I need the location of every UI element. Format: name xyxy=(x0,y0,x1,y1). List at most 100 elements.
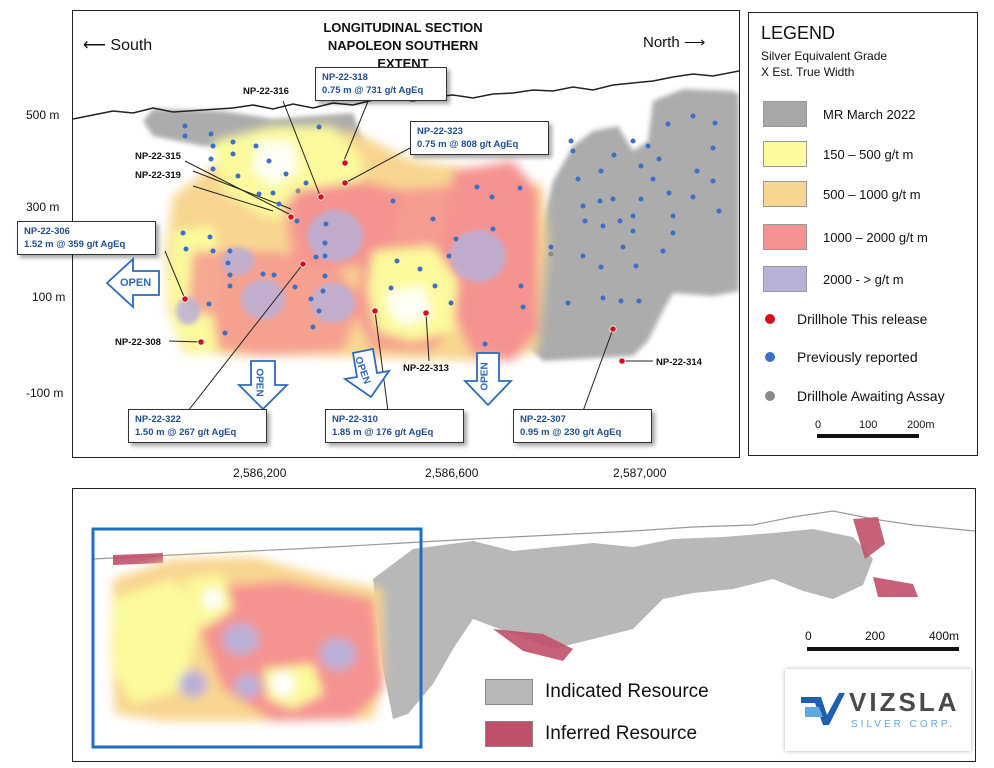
legend-dot-label-this-release: Drillhole This release xyxy=(797,311,928,327)
grey-dot-icon xyxy=(765,391,775,401)
legend-label-1000: 1000 – 2000 g/t m xyxy=(823,229,928,245)
indicated-label: Indicated Resource xyxy=(545,681,709,702)
legend-dot-label-awaiting: Drillhole Awaiting Assay xyxy=(797,388,945,404)
callout-hole-id: NP-22-318 xyxy=(322,72,368,83)
x-label-3: 2,587,000 xyxy=(613,466,667,480)
callout-result: 0.75 m @ 731 g/t AgEq xyxy=(322,85,424,96)
logo-main-text: VIZSLA xyxy=(849,687,960,717)
red-dot-icon xyxy=(765,314,775,324)
y-label-300: 300 m xyxy=(26,200,60,214)
callout-result: 1.50 m @ 267 g/t AgEq xyxy=(135,427,237,438)
hole-label-308: NP-22-308 xyxy=(115,337,161,348)
left-arrow-icon: ⟵ xyxy=(83,37,111,54)
legend-panel: LEGEND Silver Equivalent Grade X Est. Tr… xyxy=(748,12,978,456)
scale-bar-line xyxy=(817,434,919,438)
overview-grade-shells xyxy=(111,557,385,721)
south-direction: ⟵ South xyxy=(83,35,152,55)
callout-hole-id: NP-22-307 xyxy=(520,414,566,425)
legend-dot-this-release: Drillhole This release xyxy=(749,311,927,327)
this-release-holes xyxy=(181,159,626,365)
legend-label-150: 150 – 500 g/t m xyxy=(823,146,914,162)
hole-label-314: NP-22-314 xyxy=(656,357,702,368)
indicated-resource-area xyxy=(373,529,873,719)
callout-hole-id: NP-22-306 xyxy=(24,226,70,237)
previously-reported-holes xyxy=(180,113,722,347)
y-label-minus100: -100 m xyxy=(26,386,64,400)
section-title: LONGITUDINAL SECTION NAPOLEON SOUTHERN E… xyxy=(303,19,503,73)
overview-topography xyxy=(92,510,975,560)
overview-map xyxy=(91,510,975,749)
south-label: South xyxy=(110,37,153,54)
legend-item-150: 150 – 500 g/t m xyxy=(763,141,913,167)
scale-label-100: 100 xyxy=(859,419,878,431)
callout-result: 0.95 m @ 230 g/t AgEq xyxy=(520,427,622,438)
hole-label-316: NP-22-316 xyxy=(243,86,289,97)
ov-scale-400: 400m xyxy=(929,629,960,643)
callout-np-22-322: NP-22-322 1.50 m @ 267 g/t AgEq xyxy=(128,409,267,443)
legend-swatch-150 xyxy=(763,141,807,167)
callout-result: 1.52 m @ 359 g/t AgEq xyxy=(24,239,126,250)
y-label-500: 500 m xyxy=(26,108,60,122)
ov-scale-0: 0 xyxy=(805,629,812,643)
callout-np-22-307: NP-22-307 0.95 m @ 230 g/t AgEq xyxy=(513,409,652,443)
scale-label-0: 0 xyxy=(815,419,822,431)
open-label-south1: OPEN xyxy=(253,368,265,397)
legend-title: LEGEND xyxy=(761,23,836,43)
open-arrows xyxy=(105,256,514,411)
topography-line xyxy=(73,70,739,120)
callout-result: 1.85 m @ 176 g/t AgEq xyxy=(332,427,434,438)
leader-lines xyxy=(164,93,653,412)
inferred-resource-area xyxy=(113,517,918,661)
ov-scale-line xyxy=(807,647,959,651)
open-label-south3: OPEN xyxy=(479,362,491,391)
hole-label-319: NP-22-319 xyxy=(135,170,181,181)
x-label-2: 2,586,600 xyxy=(425,466,479,480)
legend-swatch-1000 xyxy=(763,224,807,250)
indicated-swatch xyxy=(485,679,533,705)
legend-dot-previous: Previously reported xyxy=(749,349,918,365)
legend-label-mr: MR March 2022 xyxy=(823,106,916,122)
legend-dot-label-previous: Previously reported xyxy=(797,349,918,365)
north-label: North xyxy=(643,34,680,51)
hole-label-313: NP-22-313 xyxy=(403,363,449,374)
legend-item-mr: MR March 2022 xyxy=(763,101,915,127)
inferred-swatch xyxy=(485,721,533,747)
callout-np-22-306: NP-22-306 1.52 m @ 359 g/t AgEq xyxy=(17,221,156,255)
logo-sub-text: SILVER CORP. xyxy=(851,719,955,730)
callout-hole-id: NP-22-310 xyxy=(332,414,378,425)
callout-np-22-323: NP-22-323 0.75 m @ 808 g/t AgEq xyxy=(410,121,549,155)
legend-swatch-mr xyxy=(763,101,807,127)
legend-item-2000: 2000 - > g/t m xyxy=(763,266,904,292)
right-arrow-icon: ⟶ xyxy=(679,34,706,51)
hole-label-315: NP-22-315 xyxy=(135,151,181,162)
vizsla-logo: VIZSLA SILVER CORP. xyxy=(785,669,971,751)
overview-panel: 0 200 400m Indicated Resource Inferred R… xyxy=(72,488,976,762)
legend-label-500: 500 – 1000 g/t m xyxy=(823,186,921,202)
vizsla-v-icon xyxy=(801,693,845,725)
x-label-1: 2,586,200 xyxy=(233,466,287,480)
callout-hole-id: NP-22-322 xyxy=(135,414,181,425)
section-title-line1: LONGITUDINAL SECTION xyxy=(323,20,483,35)
legend-item-1000: 1000 – 2000 g/t m xyxy=(763,224,928,250)
legend-scale-bar: 0 100 200m xyxy=(807,419,935,441)
callout-np-22-318: NP-22-318 0.75 m @ 731 g/t AgEq xyxy=(315,67,447,101)
indicated-legend: Indicated Resource xyxy=(485,679,709,705)
legend-item-500: 500 – 1000 g/t m xyxy=(763,181,921,207)
legend-swatch-2000 xyxy=(763,266,807,292)
section-map xyxy=(73,70,739,412)
legend-subtitle1: Silver Equivalent Grade xyxy=(761,49,888,63)
legend-label-2000: 2000 - > g/t m xyxy=(823,271,904,287)
scale-label-200: 200m xyxy=(907,419,935,431)
callout-np-22-310: NP-22-310 1.85 m @ 176 g/t AgEq xyxy=(325,409,464,443)
ov-scale-200: 200 xyxy=(865,629,886,643)
awaiting-assay-holes xyxy=(295,188,554,257)
overview-scale-bar: 0 200 400m xyxy=(803,629,963,659)
inferred-label: Inferred Resource xyxy=(545,723,698,744)
open-label-west: OPEN xyxy=(120,277,152,289)
callout-hole-id: NP-22-323 xyxy=(417,126,463,137)
legend-swatch-500 xyxy=(763,181,807,207)
callout-result: 0.75 m @ 808 g/t AgEq xyxy=(417,139,519,150)
blue-dot-icon xyxy=(765,352,775,362)
longitudinal-section-panel: LONGITUDINAL SECTION NAPOLEON SOUTHERN E… xyxy=(17,10,740,458)
focus-box xyxy=(91,527,423,749)
